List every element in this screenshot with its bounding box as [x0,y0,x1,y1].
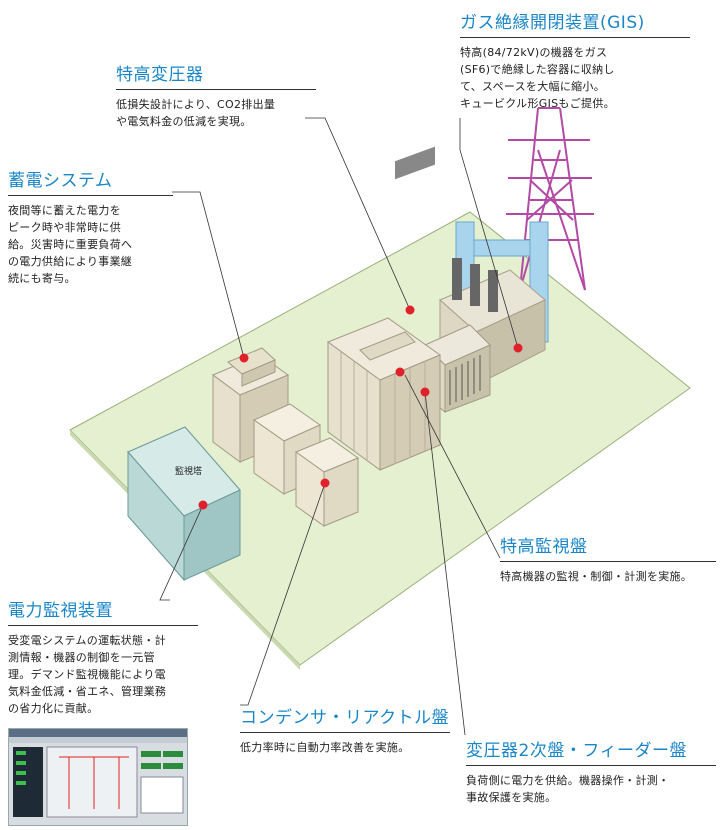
callout-text: 夜間等に蓄えた電力を ピーク時や非常時に供 給。災害時に重要負荷へ の電力供給に… [8,204,133,285]
marker-gis [513,343,523,353]
callout-text: 負荷側に電力を供給。機器操作・計測・ 事故保護を実施。 [466,774,670,804]
callout-title: 特高監視盤 [500,537,588,557]
divider [116,89,316,90]
callout-title: 特高変圧器 [116,65,204,85]
callout-storage: 蓄電システム 夜間等に蓄えた電力を ピーク時や非常時に供 給。災害時に重要負荷へ… [8,166,173,287]
divider [466,765,716,766]
callout-power-monitor: 電力監視装置 受変電システムの運転状態・計 測情報・機器の制御を一元管 理。デマ… [8,596,198,717]
callout-text: 特高機器の監視・制御・計測を実施。 [500,570,693,583]
divider [8,625,198,626]
divider [460,37,690,38]
callout-secondary: 変圧器2次盤・フィーダー盤 負荷側に電力を供給。機器操作・計測・ 事故保護を実施… [466,736,716,806]
callout-gis: ガス絶縁開閉装置(GIS) 特高(84/72kV)の機器をガス (SF6)で絶縁… [460,8,690,112]
markers [198,305,523,510]
monitor-screen-thumbnail [8,728,188,826]
marker-storage [239,353,249,363]
marker-hv-monitor [395,367,405,377]
marker-transformer [405,305,415,315]
leader-lines [159,117,519,736]
transmission-tower [506,107,594,291]
divider [500,561,716,562]
divider [8,195,173,196]
marker-capacitor [320,478,330,488]
building-label: 監視塔 [175,465,202,477]
callout-text: 特高(84/72kV)の機器をガス (SF6)で絶縁した容器に収納し て、スペー… [460,46,615,110]
screen-drawing [9,729,187,818]
divider [240,732,450,733]
callout-hv-monitor: 特高監視盤 特高機器の監視・制御・計測を実施。 [500,532,716,585]
marker-secondary [420,387,430,397]
callout-title: 変圧器2次盤・フィーダー盤 [466,741,687,761]
capacitor-banks [252,403,360,527]
callout-text: 低力率時に自動力率改善を実施。 [240,741,410,754]
callout-transformer: 特高変圧器 低損失設計により、CO2排出量 や電気料金の低減を実現。 [116,60,316,130]
callout-title: コンデンサ・リアクトル盤 [240,708,450,728]
callout-capacitor: コンデンサ・リアクトル盤 低力率時に自動力率改善を実施。 [240,703,450,756]
callout-title: 蓄電システム [8,171,113,191]
callout-title: ガス絶縁開閉装置(GIS) [460,13,645,33]
callout-text: 低損失設計により、CO2排出量 や電気料金の低減を実現。 [116,98,276,128]
callout-text: 受変電システムの運転状態・計 測情報・機器の制御を一元管 理。デマンド監視機能に… [8,634,167,715]
callout-title: 電力監視装置 [8,601,113,621]
marker-power-monitor [198,500,208,510]
monitor-building [127,426,241,582]
switchgear-panels [326,317,442,471]
